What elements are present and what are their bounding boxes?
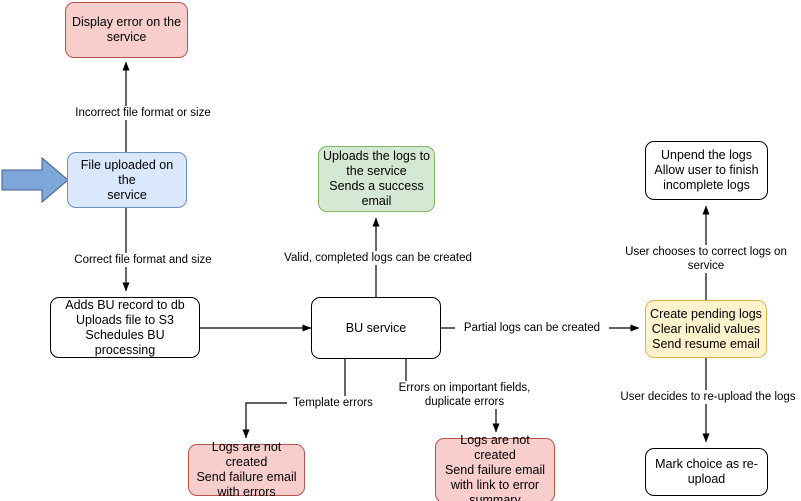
edge-label-errors-important-fields: Errors on important fields, duplicate er… — [390, 381, 539, 409]
edge-label-correct-format: Correct file format and size — [56, 253, 230, 267]
node-mark-choice-as-reupload[interactable]: Mark choice as re- upload — [645, 448, 768, 496]
node-file-uploaded[interactable]: File uploaded on the service — [67, 152, 187, 208]
edge-label-user-chooses-correct: User chooses to correct logs on service — [607, 245, 801, 273]
node-unpend-logs[interactable]: Unpend the logs Allow user to finish inc… — [645, 141, 768, 200]
edge-label-partial-logs: Partial logs can be created — [455, 321, 609, 335]
edge-label-template-errors: Template errors — [287, 396, 379, 410]
node-logs-not-created-error-summary[interactable]: Logs are not created Send failure email … — [435, 433, 555, 501]
node-bu-service[interactable]: BU service — [311, 297, 441, 359]
node-adds-bu-record[interactable]: Adds BU record to db Uploads file to S3 … — [50, 297, 200, 358]
node-uploads-logs[interactable]: Uploads the logs to the service Sends a … — [318, 146, 435, 212]
external-input-arrow-icon — [1, 156, 69, 204]
node-display-error[interactable]: Display error on the service — [65, 2, 188, 58]
node-logs-not-created-template-errors[interactable]: Logs are not created Send failure email … — [188, 440, 305, 499]
edge-label-user-decides-reupload: User decides to re-upload the logs — [618, 390, 798, 404]
edge-label-valid-logs: Valid, completed logs can be created — [270, 251, 486, 265]
edge-label-incorrect-format: Incorrect file format or size — [56, 106, 230, 120]
node-create-pending-logs[interactable]: Create pending logs Clear invalid values… — [645, 300, 767, 358]
